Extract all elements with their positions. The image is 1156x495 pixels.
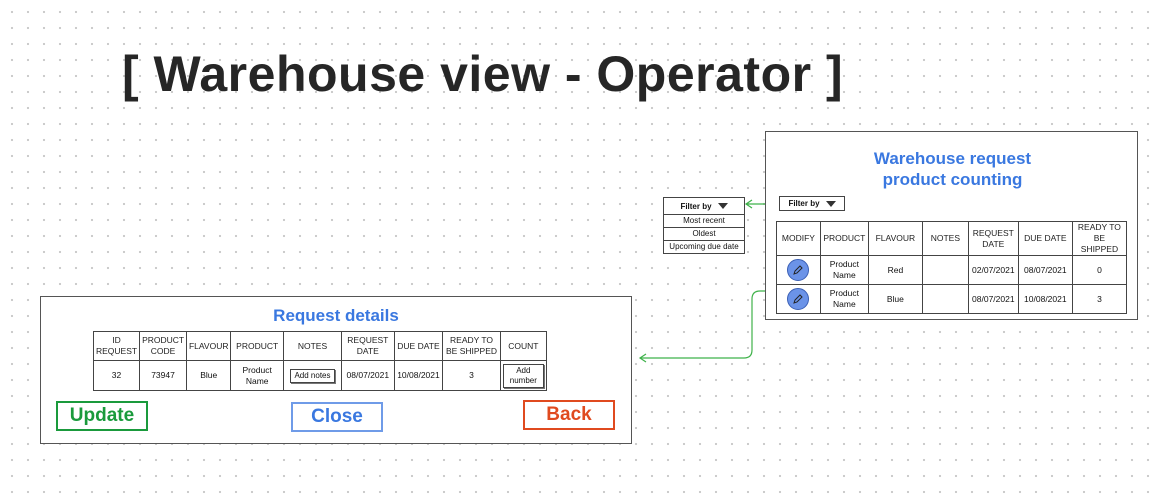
col-header-product: PRODUCT <box>819 221 869 256</box>
details-connector-arrow <box>640 290 780 359</box>
filter-option-upcoming-due-date[interactable]: Upcoming due date <box>664 240 744 253</box>
warehouse-title-line2: product counting <box>882 170 1023 189</box>
filter-option-most-recent[interactable]: Most recent <box>664 214 744 227</box>
col-header-count: COUNT <box>499 331 548 361</box>
product-code-cell: 73947 <box>139 360 187 391</box>
warehouse-request-panel: Warehouse request product counting Filte… <box>765 131 1138 320</box>
product-cell: Product Name <box>819 255 869 285</box>
ready-cell: 3 <box>1071 284 1128 314</box>
ready-cell: 0 <box>1071 255 1128 285</box>
col-header-ready-to-be-shipped: READY TO BE SHIPPED <box>1071 221 1128 256</box>
col-header-product-code: PRODUCT CODE <box>139 331 187 361</box>
table-header-row: ID REQUEST PRODUCT CODE FLAVOUR PRODUCT … <box>92 331 548 361</box>
product-cell: Product Name <box>230 360 284 391</box>
product-cell: Product Name <box>819 284 869 314</box>
chevron-down-icon <box>825 200 836 207</box>
page-title: [ Warehouse view - Operator ] <box>122 46 844 102</box>
edit-button[interactable] <box>787 259 810 281</box>
due-date-cell: 10/08/2021 <box>393 360 444 391</box>
request-date-cell: 02/07/2021 <box>967 255 1019 285</box>
col-header-notes: NOTES <box>282 331 343 361</box>
update-button[interactable]: Update <box>56 401 148 431</box>
warehouse-request-table: MODIFY PRODUCT FLAVOUR NOTES REQUEST DAT… <box>776 221 1128 314</box>
chevron-down-icon <box>717 203 728 209</box>
modify-cell <box>776 255 821 285</box>
ready-cell: 3 <box>442 360 501 391</box>
notes-cell <box>921 284 969 314</box>
back-button[interactable]: Back <box>523 400 615 430</box>
col-header-flavour: FLAVOUR <box>867 221 923 256</box>
add-number-button[interactable]: Add number <box>502 363 544 388</box>
flavour-cell: Red <box>867 255 923 285</box>
col-header-product: PRODUCT <box>230 331 284 361</box>
id-cell: 32 <box>92 360 141 391</box>
col-header-request-date: REQUEST DATE <box>967 221 1019 256</box>
due-date-cell: 08/07/2021 <box>1017 255 1073 285</box>
close-button[interactable]: Close <box>291 402 383 432</box>
filter-label: Filter by <box>680 201 712 211</box>
table-header-row: MODIFY PRODUCT FLAVOUR NOTES REQUEST DAT… <box>776 221 1128 256</box>
col-header-request-date: REQUEST DATE <box>341 331 395 361</box>
col-header-modify: MODIFY <box>776 221 821 256</box>
request-details-table: ID REQUEST PRODUCT CODE FLAVOUR PRODUCT … <box>92 331 548 391</box>
table-row: 32 73947 Blue Product Name Add notes 08/… <box>92 360 548 391</box>
pencil-icon <box>793 265 804 275</box>
request-date-cell: 08/07/2021 <box>341 360 395 391</box>
flavour-cell: Blue <box>867 284 923 314</box>
filter-button[interactable]: Filter by <box>779 196 845 211</box>
col-header-ready-to-be-shipped: READY TO BE SHIPPED <box>442 331 501 361</box>
filter-dropdown[interactable]: Filter by Most recent Oldest Upcoming du… <box>663 197 745 254</box>
table-row[interactable]: Product Name Blue 08/07/2021 10/08/2021 … <box>776 284 1128 314</box>
notes-cell <box>921 255 969 285</box>
request-details-panel: Request details ID REQUEST PRODUCT CODE … <box>40 296 632 444</box>
table-row[interactable]: Product Name Red 02/07/2021 08/07/2021 0 <box>776 255 1128 285</box>
warehouse-panel-title: Warehouse request product counting <box>766 148 1139 190</box>
filter-button-label: Filter by <box>788 199 820 208</box>
request-details-title: Request details <box>273 306 399 325</box>
col-header-flavour: FLAVOUR <box>185 331 232 361</box>
count-cell: Add number <box>499 360 548 391</box>
add-notes-button[interactable]: Add notes <box>290 368 335 383</box>
edit-button[interactable] <box>787 288 810 310</box>
notes-cell: Add notes <box>282 360 343 391</box>
filter-option-oldest[interactable]: Oldest <box>664 227 744 240</box>
warehouse-title-line1: Warehouse request <box>873 149 1032 168</box>
col-header-id-request: ID REQUEST <box>92 331 141 361</box>
col-header-due-date: DUE DATE <box>393 331 444 361</box>
pencil-icon <box>793 294 804 304</box>
col-header-due-date: DUE DATE <box>1017 221 1073 256</box>
filter-dropdown-header[interactable]: Filter by <box>664 198 744 214</box>
due-date-cell: 10/08/2021 <box>1017 284 1073 314</box>
col-header-notes: NOTES <box>921 221 969 256</box>
request-date-cell: 08/07/2021 <box>967 284 1019 314</box>
modify-cell <box>776 284 821 314</box>
flavour-cell: Blue <box>185 360 232 391</box>
